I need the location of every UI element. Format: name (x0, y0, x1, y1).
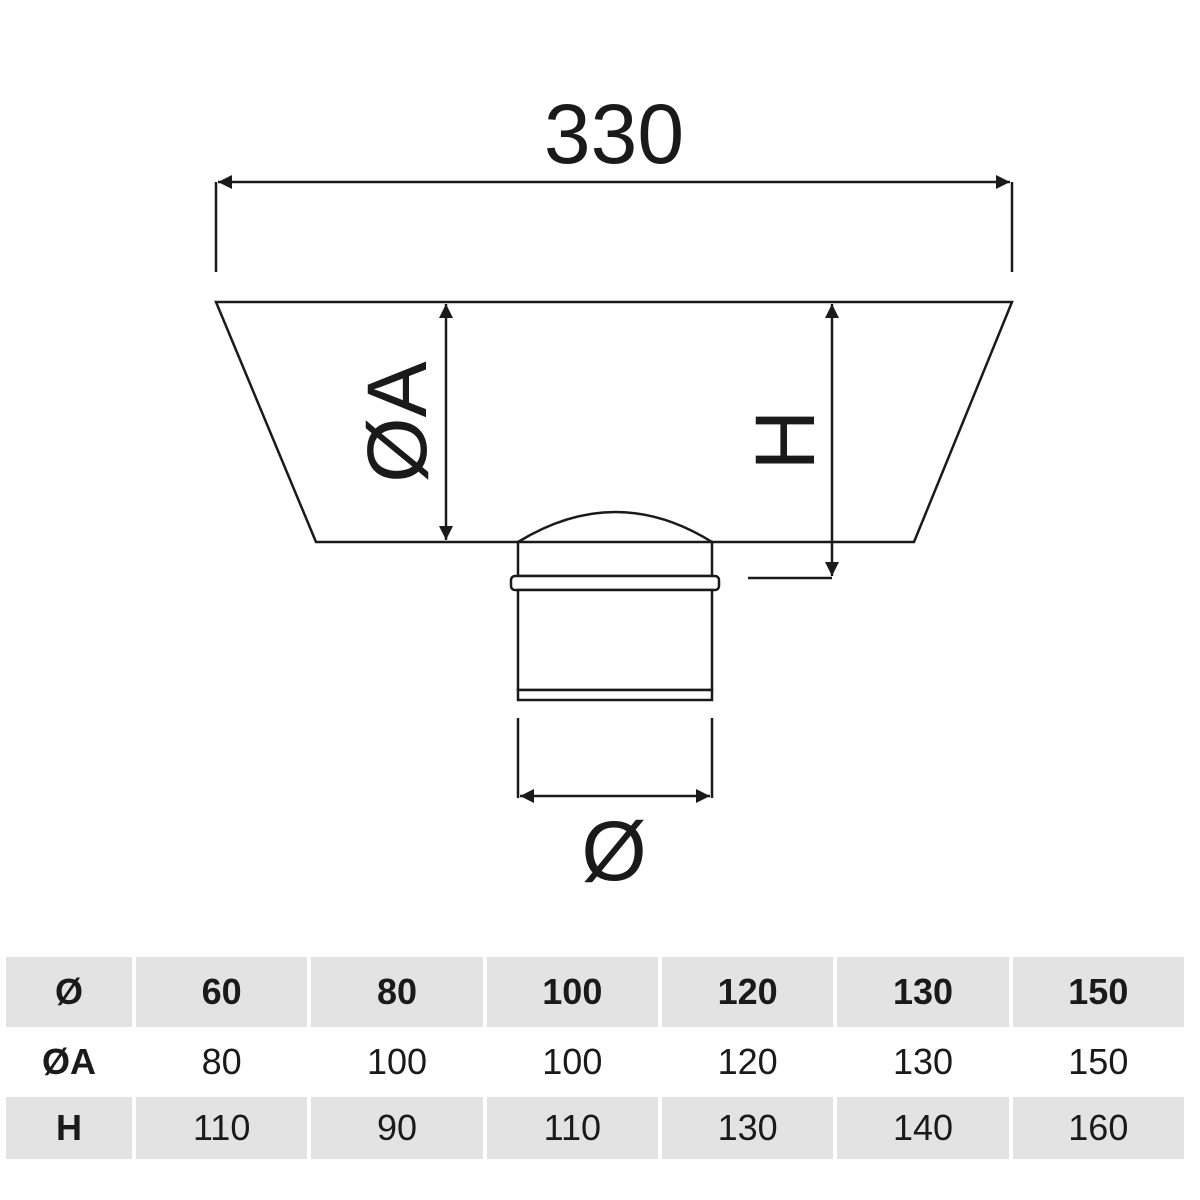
pipe-body (516, 588, 714, 692)
header-value-cell: 80 (311, 957, 483, 1027)
table-cell: 110 (486, 1097, 658, 1159)
height-label: H (738, 410, 832, 471)
dimensions-table: Ø 60 80 100 120 130 150 ØA 80 100 100 12… (2, 953, 1188, 1163)
table-cell: 80 (136, 1031, 308, 1093)
table-cell: 130 (661, 1097, 834, 1159)
header-value-cell: 120 (661, 957, 834, 1027)
table-cell: 150 (1012, 1031, 1184, 1093)
cowl-body (214, 300, 1014, 544)
pipe-diameter-label: Ø (581, 804, 646, 898)
table-cell: 90 (311, 1097, 483, 1159)
pipe-neck (516, 540, 714, 578)
header-label-cell: Ø (6, 957, 132, 1027)
header-value-cell: 150 (1012, 957, 1184, 1027)
table-cell: 140 (837, 1097, 1009, 1159)
pipe-bottom-band (516, 688, 714, 702)
overall-width-label: 330 (544, 87, 684, 181)
overall-width-dimension: 330 (214, 87, 1014, 272)
pipe-connector (509, 510, 721, 702)
table-cell: 100 (311, 1031, 483, 1093)
table-cell: 110 (136, 1097, 308, 1159)
pipe-bead-ring (509, 574, 721, 592)
header-value-cell: 60 (136, 957, 308, 1027)
row-label-cell: ØA (6, 1031, 132, 1093)
table-cell: 130 (837, 1031, 1009, 1093)
header-value-cell: 100 (486, 957, 658, 1027)
header-value-cell: 130 (837, 957, 1009, 1027)
table-cell: 160 (1012, 1097, 1184, 1159)
pipe-dome (517, 510, 713, 544)
table-header-row: Ø 60 80 100 120 130 150 (6, 957, 1184, 1027)
table-cell: 120 (661, 1031, 834, 1093)
table-cell: 100 (486, 1031, 658, 1093)
table-row-outer-diameter: ØA 80 100 100 120 130 150 (6, 1031, 1184, 1093)
row-label-cell: H (6, 1097, 132, 1159)
outer-diameter-dimension: ØA (350, 304, 453, 540)
technical-drawing: 330 ØA H Ø (214, 87, 1014, 898)
height-dimension: H (738, 304, 839, 580)
pipe-diameter-dimension: Ø (516, 718, 714, 898)
outer-diameter-label: ØA (350, 361, 444, 482)
table-row-height: H 110 90 110 130 140 160 (6, 1097, 1184, 1159)
